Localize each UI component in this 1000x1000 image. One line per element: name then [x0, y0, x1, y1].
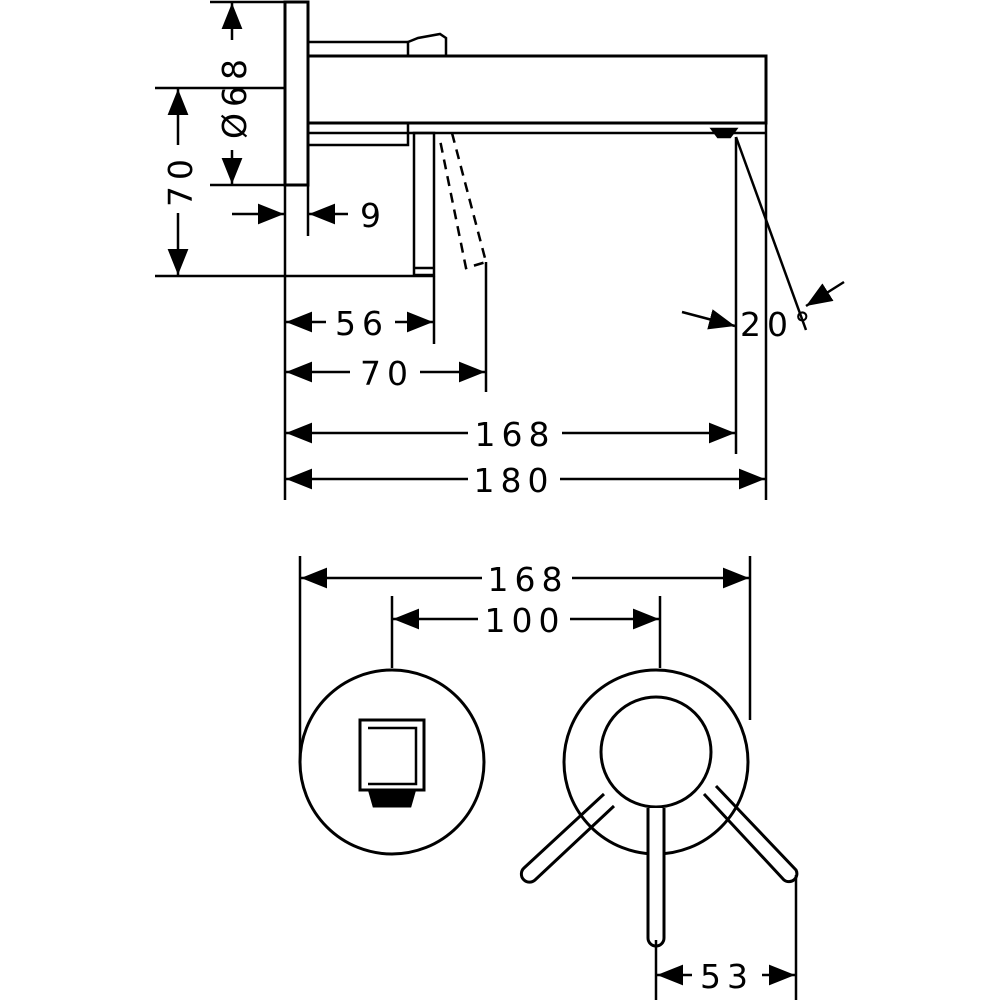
dim-spout-outlet: 168 — [475, 415, 556, 454]
dim-lever-swing: 70 — [360, 354, 414, 393]
handle-left — [519, 792, 616, 884]
handle-down — [646, 808, 666, 948]
front-view-labels: 168 100 53 — [485, 560, 754, 996]
dim-angle: 20° — [740, 305, 817, 344]
side-view — [155, 0, 808, 500]
wall-plate — [283, 0, 310, 187]
lever-swing-dashed — [438, 132, 488, 270]
dim-diameter: Ø68 — [215, 53, 254, 139]
aerator — [709, 127, 739, 139]
lever-handle — [412, 131, 436, 277]
front-view — [298, 668, 799, 948]
spout-rosette — [298, 668, 486, 856]
spout-outlet-face — [358, 718, 426, 792]
spout-upper-block — [308, 40, 410, 56]
dim-spout-length: 180 — [474, 461, 555, 500]
handle-right — [702, 784, 799, 884]
dim-overall-width: 168 — [488, 560, 569, 599]
dim-center-distance: 100 — [485, 601, 566, 640]
spout-outlet-inner — [368, 726, 418, 786]
front-view-dimensions — [298, 556, 798, 1000]
side-view-labels: Ø68 70 9 56 70 168 180 20° — [161, 53, 817, 500]
dim-lever-offset: 56 — [335, 304, 389, 343]
aerator-front — [368, 790, 416, 808]
lever-top-knob — [407, 32, 448, 56]
mixer-cap — [599, 695, 713, 809]
dim-height: 70 — [161, 153, 200, 207]
side-view-dimensions — [167, 3, 845, 490]
spout-body — [306, 54, 768, 125]
dim-plate-thickness: 9 — [360, 196, 387, 235]
angle-ray — [734, 136, 808, 331]
dim-handle-swing: 53 — [700, 957, 754, 996]
